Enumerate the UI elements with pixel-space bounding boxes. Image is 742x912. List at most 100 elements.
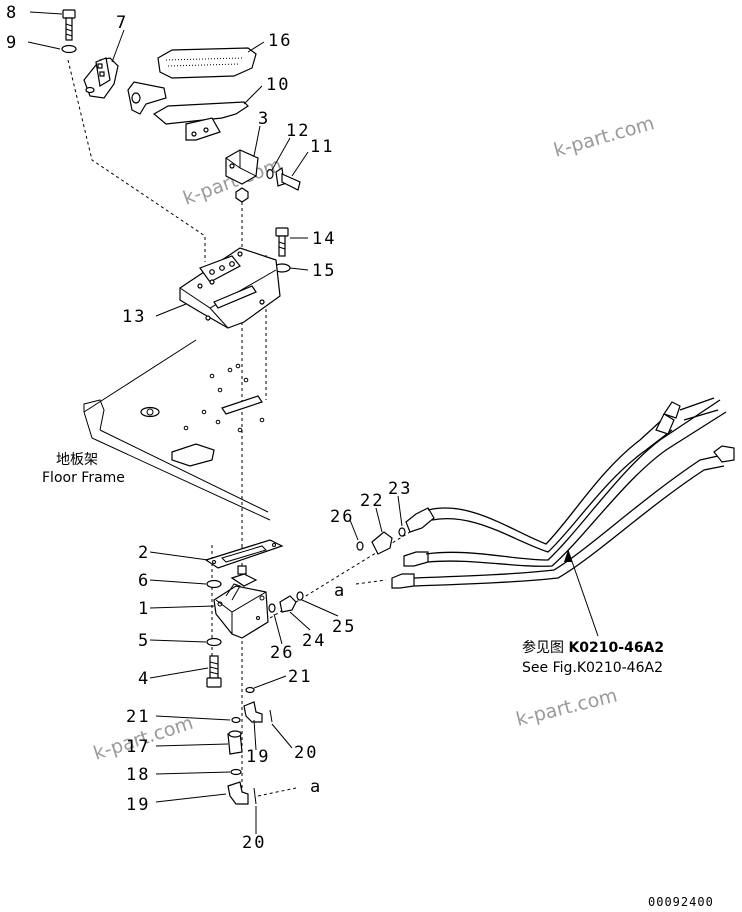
arrow-head xyxy=(564,550,572,562)
pedal-plate-10 xyxy=(152,101,249,141)
watermark-text: k-part.com xyxy=(551,112,657,162)
pin-20 xyxy=(269,709,273,723)
assembly-axis xyxy=(67,59,206,262)
leader-line xyxy=(155,771,231,775)
leader-line xyxy=(271,137,291,171)
label-part-2: 2 xyxy=(138,543,150,563)
bolt-4 xyxy=(206,655,222,688)
label-part-10: 10 xyxy=(266,75,290,95)
label-part-26: 26 xyxy=(270,643,294,663)
leader-line xyxy=(27,41,61,50)
label-part-7: 7 xyxy=(116,13,128,33)
leader-line xyxy=(271,723,293,749)
leader-line xyxy=(243,85,263,105)
pedal-hinge xyxy=(127,81,167,115)
nut xyxy=(235,187,249,203)
leader-line xyxy=(253,125,261,157)
gasket-2 xyxy=(204,539,284,569)
label-part-20: 20 xyxy=(294,743,318,763)
leader-line xyxy=(149,579,207,585)
floor-frame-label-cn: 地板架 xyxy=(56,452,98,468)
hose-bundle xyxy=(391,397,735,589)
leader-line xyxy=(291,151,309,177)
bracket-7 xyxy=(83,57,119,99)
elbow-19 xyxy=(227,781,249,805)
label-part-23: 23 xyxy=(388,479,412,499)
label-part-11: 11 xyxy=(310,137,334,157)
block-3 xyxy=(225,149,259,185)
floor-frame xyxy=(83,339,271,521)
reference-label-en: See Fig.K0210-46A2 xyxy=(522,660,663,676)
leader-line xyxy=(149,551,209,561)
washer-5 xyxy=(206,637,222,647)
o-ring-25 xyxy=(296,591,304,601)
leader-line xyxy=(155,743,229,747)
label-part-5: 5 xyxy=(138,631,150,651)
leader-line xyxy=(397,495,403,527)
label-part-15: 15 xyxy=(312,261,336,281)
o-ring-21 xyxy=(245,686,255,694)
label-part-12: 12 xyxy=(286,121,310,141)
leader-line xyxy=(567,549,599,637)
o-ring-26 xyxy=(356,541,364,551)
o-ring-18 xyxy=(230,768,242,776)
adapter-22 xyxy=(371,531,393,555)
reference-label-cn: 参见图 K0210-46A2 xyxy=(522,639,664,656)
pad-16 xyxy=(157,47,257,79)
mount-plate-13 xyxy=(179,247,281,329)
floor-frame-label-en: Floor Frame xyxy=(42,470,125,486)
label-part-9: 9 xyxy=(6,33,18,53)
leader-line xyxy=(149,605,215,609)
label-part-6: 6 xyxy=(138,571,150,591)
label-part-13: 13 xyxy=(122,307,146,327)
drawing-code: 00092400 xyxy=(648,895,714,909)
leader-line xyxy=(155,715,231,721)
label-part-17: 17 xyxy=(126,737,150,757)
label-part-22: 22 xyxy=(360,491,384,511)
leader-line xyxy=(253,675,287,689)
o-ring-23 xyxy=(398,527,406,537)
leader-line xyxy=(301,599,339,617)
leader-line xyxy=(349,519,359,541)
elbow-19 xyxy=(243,701,263,723)
washer-12 xyxy=(266,168,274,180)
label-part-19: 19 xyxy=(246,747,270,767)
leader-line xyxy=(155,793,227,803)
pin-20 xyxy=(253,787,257,805)
leader-line xyxy=(289,267,309,271)
washer-9 xyxy=(61,44,77,54)
o-ring-21 xyxy=(231,716,241,724)
label-part-19: 19 xyxy=(126,795,150,815)
label-part-16: 16 xyxy=(268,31,292,51)
leader-line xyxy=(247,41,265,53)
assembly-axis xyxy=(355,579,387,585)
label-part-1: 1 xyxy=(138,599,150,619)
label-part-14: 14 xyxy=(312,229,336,249)
label-part-4: 4 xyxy=(138,669,150,689)
fitting-17 xyxy=(227,730,243,755)
label-part-24: 24 xyxy=(302,631,326,651)
valve-1 xyxy=(213,565,269,639)
adapter-24 xyxy=(279,595,297,613)
label-part-3: 3 xyxy=(258,109,270,129)
leader-line xyxy=(111,29,125,63)
label-part-8: 8 xyxy=(6,3,18,23)
assembly-axis xyxy=(257,787,297,797)
label-part-25: 25 xyxy=(332,617,356,637)
leader-line xyxy=(375,507,383,533)
label-part-20: 20 xyxy=(242,833,266,853)
leader-line xyxy=(273,613,283,645)
label-part-a: a xyxy=(334,581,346,601)
bolt-8 xyxy=(62,9,76,41)
label-part-18: 18 xyxy=(126,765,150,785)
leader-line xyxy=(149,667,209,679)
leader-line xyxy=(289,611,311,631)
label-part-a: a xyxy=(310,777,322,797)
leader-line xyxy=(149,639,207,643)
bolt-14 xyxy=(275,227,289,257)
washer-6 xyxy=(206,579,222,589)
label-part-21: 21 xyxy=(126,707,150,727)
label-part-21: 21 xyxy=(288,667,312,687)
o-ring-26 xyxy=(268,603,276,613)
